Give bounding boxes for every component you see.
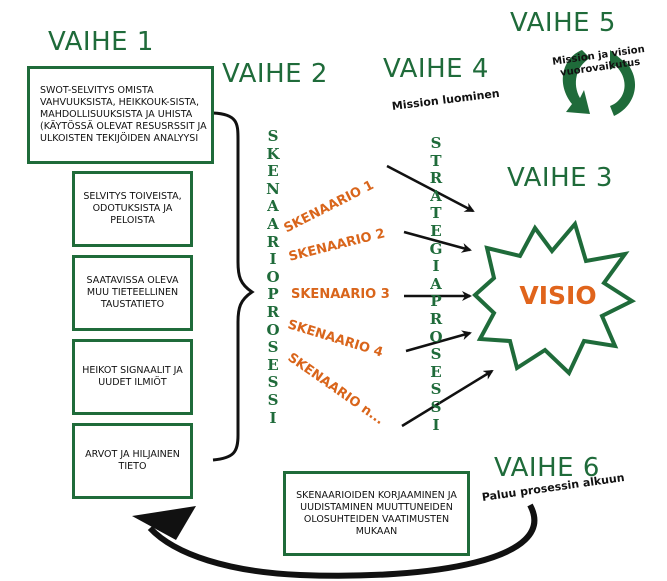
vertical-letter: I <box>432 257 440 276</box>
vertical-letter: R <box>266 302 280 321</box>
scenario-3: SKENAARIO 3 <box>291 287 390 302</box>
arrow-scenario-2 <box>403 230 472 253</box>
phase-2-label: VAIHE 2 <box>222 59 328 89</box>
vertical-letter: E <box>430 362 442 381</box>
vertical-letter: O <box>266 267 280 286</box>
vertical-letter: S <box>430 380 442 399</box>
vertical-letter: R <box>429 309 443 328</box>
vertical-letter: S <box>430 345 442 364</box>
vertical-letter: G <box>429 239 443 258</box>
visio-label: VISIO <box>519 281 597 310</box>
vertical-letter: K <box>266 144 280 163</box>
vertical-letter: T <box>430 151 442 170</box>
vertical-letter: R <box>266 232 280 251</box>
arrow-scenario-4 <box>405 330 472 353</box>
curly-brace <box>212 111 255 462</box>
vertical-letter: A <box>430 274 442 293</box>
swot-box: SWOT-SELVITYS OMISTA VAHVUUKSISTA, HEIKK… <box>27 66 214 164</box>
vertical-letter: O <box>429 327 443 346</box>
vertical-letter: S <box>267 127 279 145</box>
vertical-letter: E <box>267 162 279 181</box>
vertical-letter: S <box>267 338 279 357</box>
vertical-letter: S <box>430 134 442 152</box>
phase-6-label: VAIHE 6 <box>494 453 600 483</box>
phase-3-label: VAIHE 3 <box>507 163 613 193</box>
vertical-letter: I <box>269 408 277 427</box>
vertical-letter: T <box>430 204 442 223</box>
vertical-letter: S <box>430 397 442 416</box>
starburst-shape <box>472 219 637 377</box>
wishes-box: SELVITYS TOIVEISTA, ODOTUKSISTA JA PELOI… <box>72 171 193 247</box>
vertical-letter: S <box>267 373 279 392</box>
weak-signals-box: HEIKOT SIGNAALIT JA UUDET ILMIÖT <box>72 339 193 415</box>
vertical-letter: A <box>267 214 279 233</box>
vertical-letter: O <box>266 320 280 339</box>
feedback-arrowhead <box>132 506 196 540</box>
vertical-letter: E <box>430 221 442 240</box>
phase-1-label: VAIHE 1 <box>48 27 154 57</box>
background-info-box: SAATAVISSA OLEVA MUU TIETEELLINEN TAUSTA… <box>72 255 193 331</box>
feedback-curve <box>147 503 538 579</box>
vertical-letter: N <box>266 179 280 198</box>
vertical-letter: I <box>269 250 277 269</box>
vertical-letter: I <box>432 415 440 434</box>
vertical-letter: P <box>267 285 279 304</box>
vertical-letter: A <box>267 197 279 216</box>
vertical-letter: P <box>430 292 442 311</box>
vertical-letter: S <box>267 390 279 409</box>
vertical-letter: E <box>267 355 279 374</box>
values-box: ARVOT JA HILJAINEN TIETO <box>72 423 193 499</box>
arrow-scenario-n <box>401 369 494 428</box>
vertical-letter: A <box>430 186 442 205</box>
arrow-scenario-1 <box>386 164 475 213</box>
phase-4-label: VAIHE 4 <box>383 54 489 84</box>
feedback-box: SKENAARIOIDEN KORJAAMINEN JA UUDISTAMINE… <box>283 471 470 556</box>
phase-5-label: VAIHE 5 <box>510 8 616 38</box>
vertical-letter: R <box>429 169 443 188</box>
cycle-arrows-icon <box>562 50 636 116</box>
